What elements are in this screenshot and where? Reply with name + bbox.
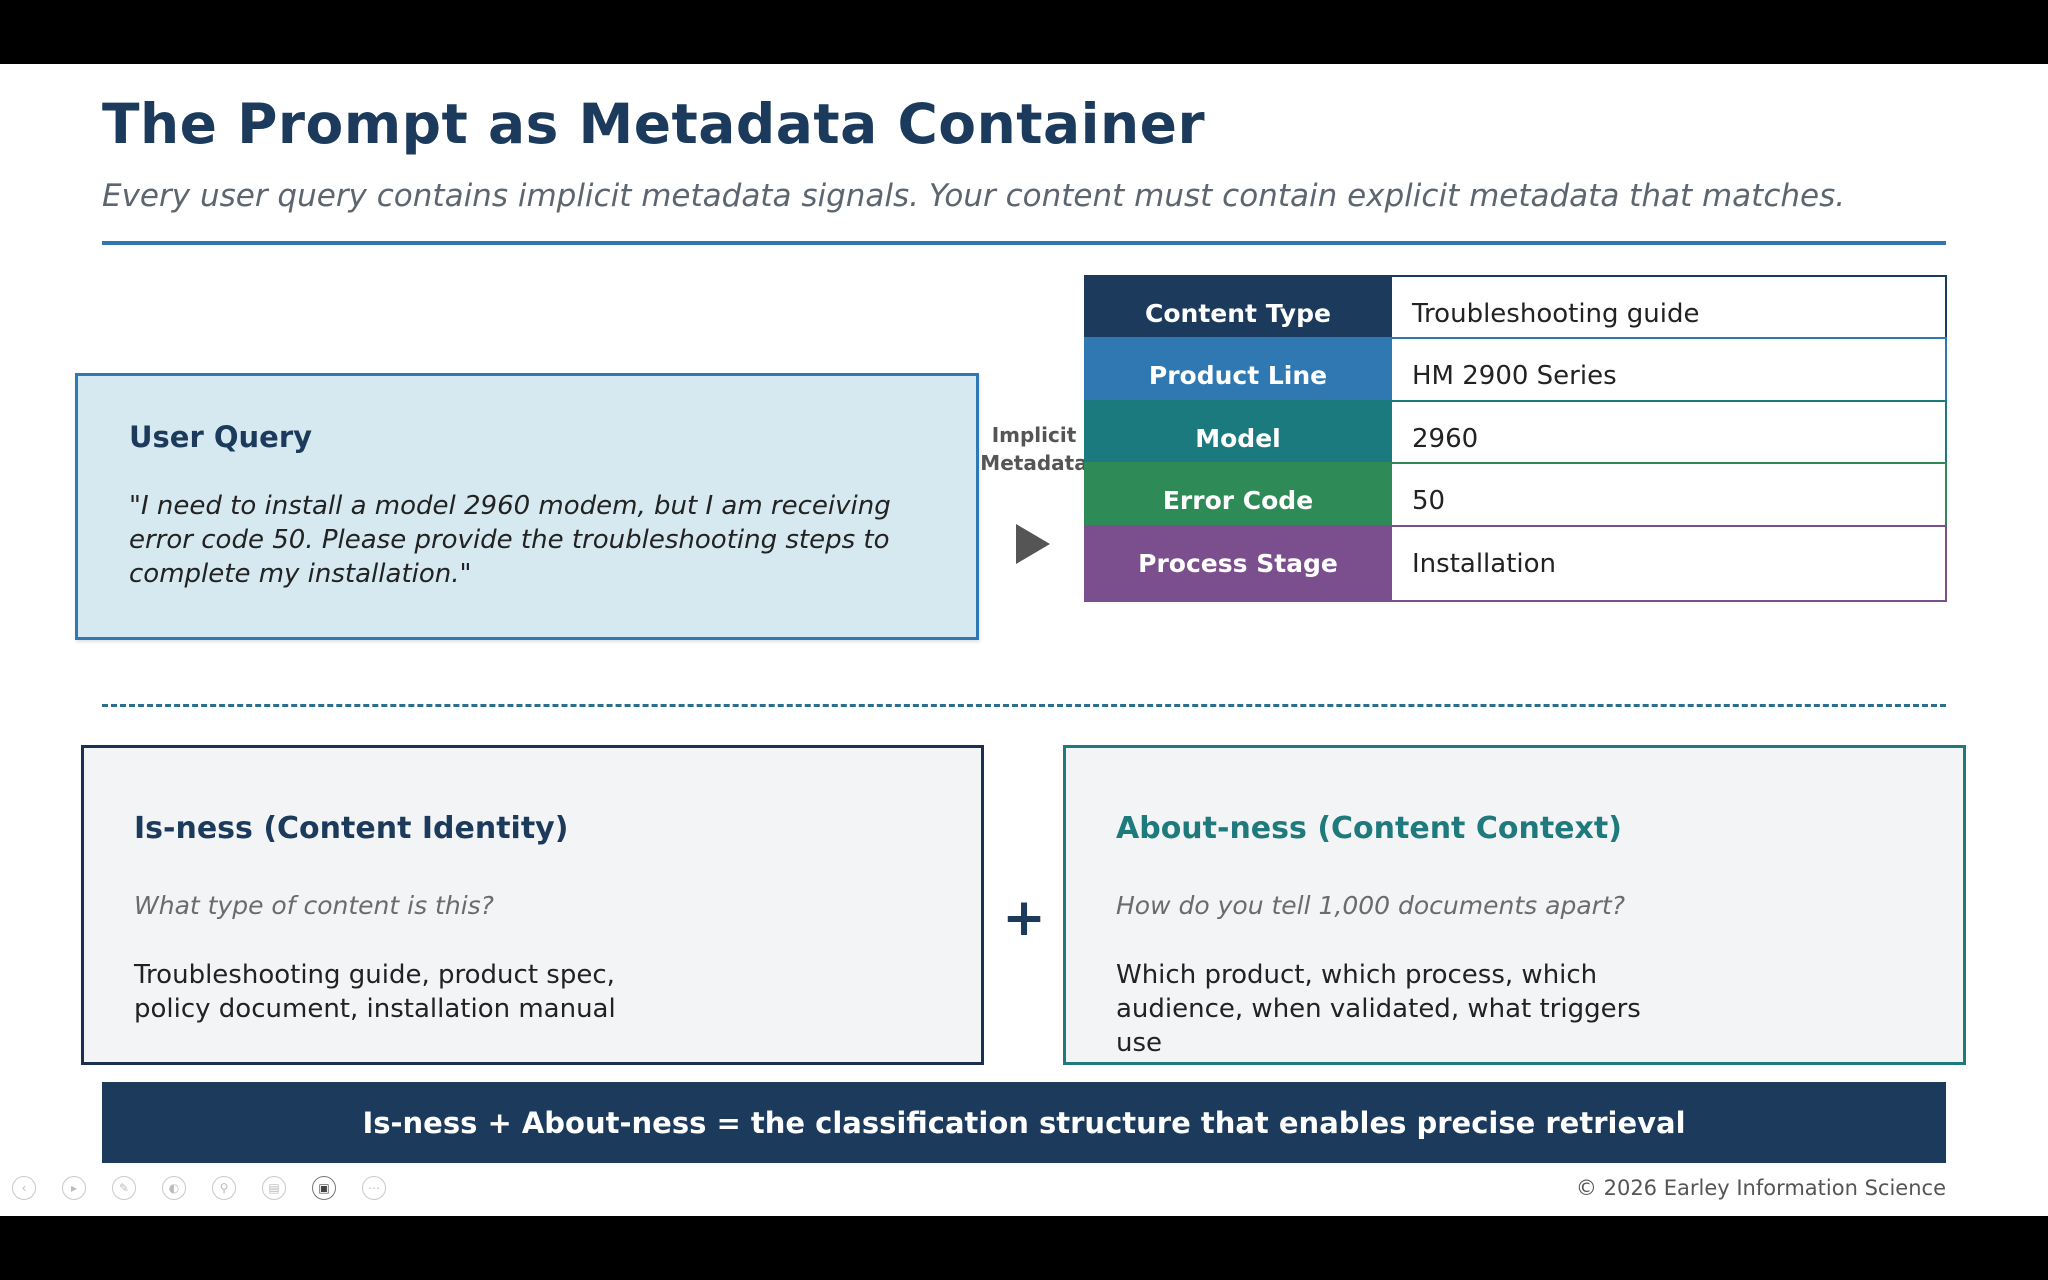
user-query-heading: User Query	[129, 420, 313, 454]
isness-heading: Is-ness (Content Identity)	[134, 811, 569, 846]
metadata-value: Installation	[1392, 525, 1947, 602]
user-query-text: "I need to install a model 2960 modem, b…	[129, 491, 891, 589]
title-divider	[102, 241, 1946, 245]
zoom-icon[interactable]: ⚲	[212, 1176, 236, 1200]
aboutness-card: About-ness (Content Context) How do you …	[1063, 745, 1966, 1065]
dashed-divider	[102, 704, 1946, 707]
pen-icon[interactable]: ✎	[112, 1176, 136, 1200]
isness-question: What type of content is this?	[134, 891, 494, 920]
play-icon[interactable]: ▸	[62, 1176, 86, 1200]
slide: The Prompt as Metadata Container Every u…	[0, 64, 2048, 1216]
highlighter-icon[interactable]: ◐	[162, 1176, 186, 1200]
slide-subtitle: Every user query contains implicit metad…	[102, 178, 1846, 214]
isness-body: Troubleshooting guide, product spec, pol…	[134, 960, 616, 1024]
implicit-label-line2: Metadata	[980, 451, 1088, 475]
more-icon[interactable]: ⋯	[362, 1176, 386, 1200]
back-icon[interactable]: ‹	[12, 1176, 36, 1200]
aboutness-body: Which product, which process, which audi…	[1116, 960, 1641, 1058]
metadata-key: Process Stage	[1084, 525, 1392, 602]
subtitles-icon[interactable]: ▤	[262, 1176, 286, 1200]
play-arrow-icon	[1016, 524, 1050, 564]
slide-title: The Prompt as Metadata Container	[102, 92, 1206, 156]
presentation-toolbar: ‹ ▸ ✎ ◐ ⚲ ▤ ▣ ⋯	[12, 1176, 386, 1200]
aboutness-heading: About-ness (Content Context)	[1116, 811, 1622, 846]
aboutness-question: How do you tell 1,000 documents apart?	[1116, 891, 1625, 920]
camera-icon[interactable]: ▣	[312, 1176, 336, 1200]
copyright-text: © 2026 Earley Information Science	[1575, 1176, 1946, 1200]
user-query-box: User Query "I need to install a model 29…	[75, 373, 979, 640]
plus-icon: +	[1002, 888, 1046, 948]
implicit-metadata-label: Implicit Metadata	[978, 421, 1090, 477]
implicit-label-line1: Implicit	[991, 423, 1077, 447]
isness-card: Is-ness (Content Identity) What type of …	[81, 745, 984, 1065]
summary-banner: Is-ness + About-ness = the classificatio…	[102, 1082, 1946, 1163]
